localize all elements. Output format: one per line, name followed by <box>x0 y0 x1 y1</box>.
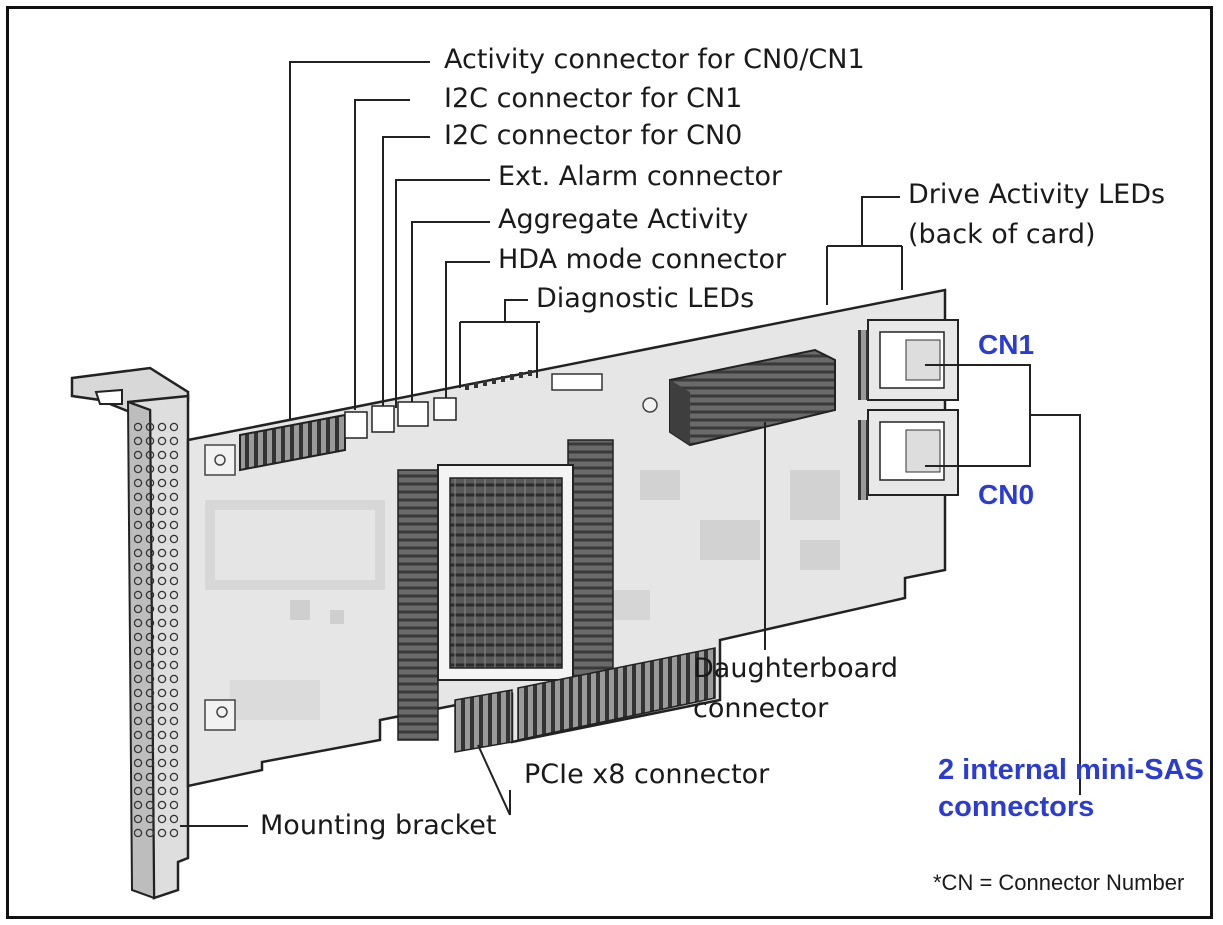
label-daughterboard-line1: Daughterboard <box>693 653 898 684</box>
label-cn0: CN0 <box>978 479 1035 510</box>
label-hda-mode: HDA mode connector <box>498 244 787 275</box>
label-i2c-cn1: I2C connector for CN1 <box>444 83 743 114</box>
label-pcie: PCIe x8 connector <box>524 759 770 790</box>
mini-sas-cn0 <box>858 409 959 500</box>
label-mini-sas-line1: 2 internal mini-SAS <box>938 754 1204 786</box>
label-cn1: CN1 <box>978 329 1035 360</box>
label-drive-activity-line1: Drive Activity LEDs <box>908 179 1166 210</box>
mini-sas-cn1 <box>858 319 959 401</box>
label-drive-activity-line2: (back of card) <box>908 219 1096 250</box>
header-connectors <box>239 370 603 472</box>
label-activity-connector: Activity connector for CN0/CN1 <box>444 44 865 75</box>
label-daughterboard-line2: connector <box>693 693 829 724</box>
label-i2c-cn0: I2C connector for CN0 <box>444 120 743 151</box>
leader-lines <box>180 61 1081 827</box>
label-ext-alarm: Ext. Alarm connector <box>498 161 783 192</box>
processor-heatsink <box>397 439 614 741</box>
label-diagnostic-leds: Diagnostic LEDs <box>536 283 755 314</box>
label-mini-sas-line2: connectors <box>938 791 1095 823</box>
daughterboard-connector <box>669 348 836 447</box>
label-aggregate-activity: Aggregate Activity <box>498 204 749 235</box>
pcie-edge-connector <box>454 647 716 753</box>
label-mounting-bracket: Mounting bracket <box>260 810 497 841</box>
footnote-connector-number: *CN = Connector Number <box>933 870 1185 895</box>
mounting-bracket <box>70 366 190 900</box>
